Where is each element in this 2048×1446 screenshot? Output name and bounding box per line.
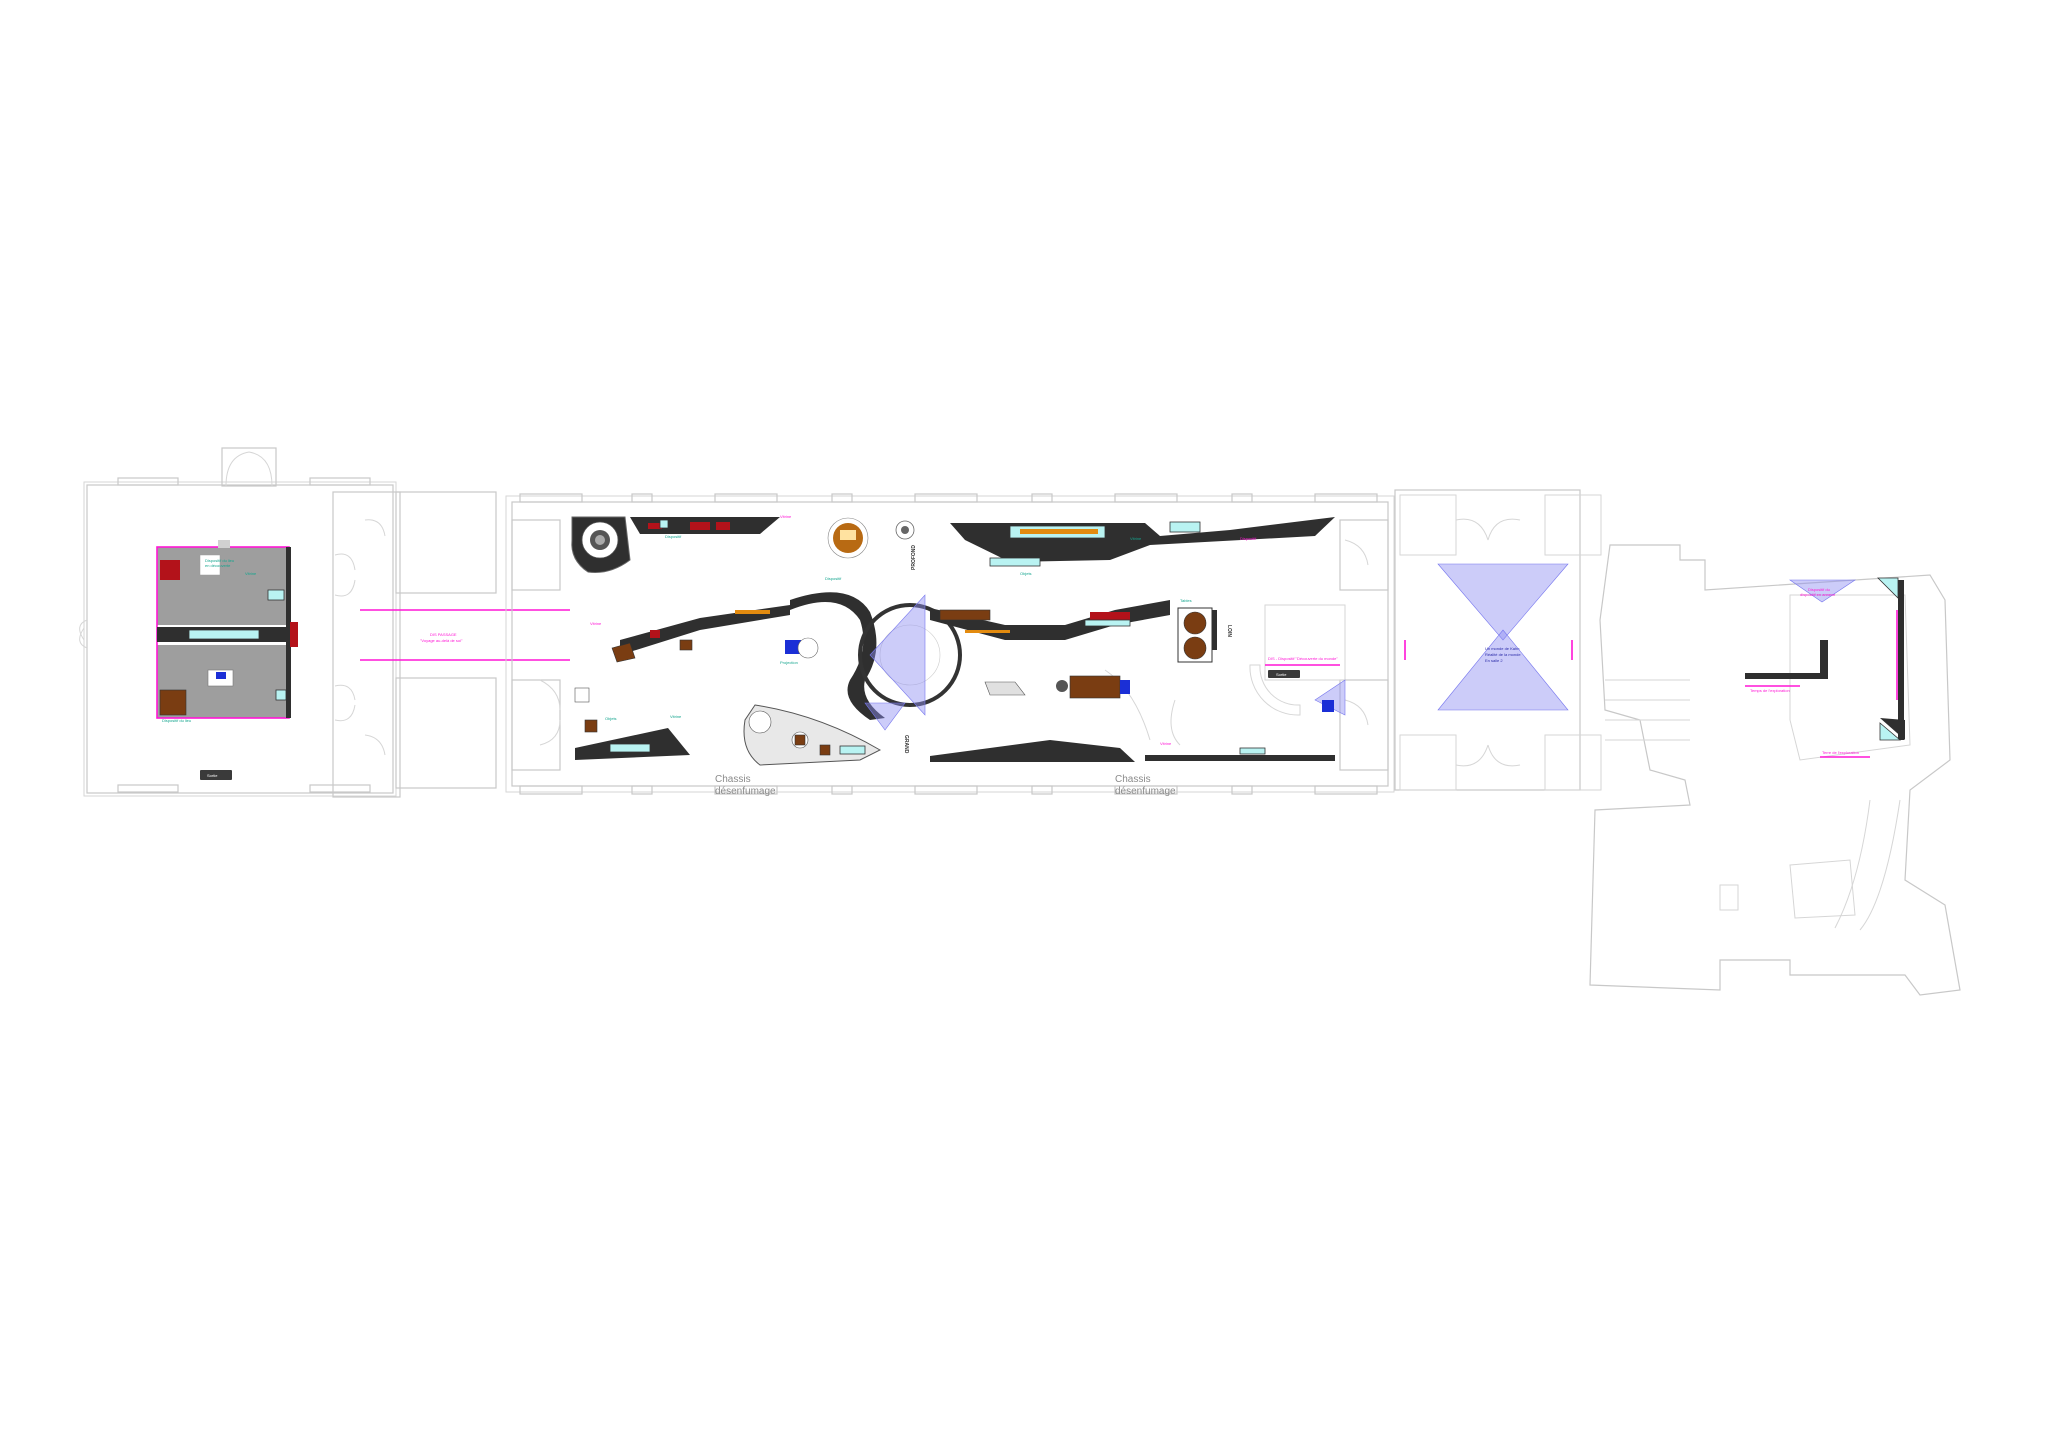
connector-corridor: DIS PASSAGE "Voyage au-delà de soi"	[332, 491, 570, 798]
right-annex: Dispositif du dispositif en annexe Temps…	[1589, 544, 1961, 996]
zone-profond-label: PROFOND	[911, 545, 917, 570]
annex-top-label: Dispositif du	[1808, 587, 1830, 592]
svg-text:"Voyage au-delà de soi": "Voyage au-delà de soi"	[420, 638, 463, 643]
bottom-windows	[519, 785, 1378, 795]
svg-text:Réalité de la monde: Réalité de la monde	[1485, 652, 1521, 657]
smoke-vent-left: Chassis désenfumage	[715, 774, 776, 797]
svg-text:désenfumage: désenfumage	[1115, 786, 1176, 797]
svg-text:Objets: Objets	[605, 716, 617, 721]
projection-cone-upper	[1437, 563, 1569, 641]
main-gallery: Sortie DIS - Dispositif "Découverte du m…	[505, 493, 1395, 795]
projection-cone-lower	[1437, 629, 1569, 711]
svg-text:dispositif en annexe: dispositif en annexe	[1800, 592, 1836, 597]
left-room: Dispositif du lieu en découverte Vitrine…	[79, 447, 397, 797]
top-panel-2	[950, 517, 1335, 562]
svg-text:Tables: Tables	[1180, 598, 1192, 603]
annex-bottom-label: Terre de l'exploration	[1822, 750, 1859, 755]
circular-room	[858, 603, 962, 707]
bottom-panel-right	[930, 740, 1135, 762]
svg-text:Chassis: Chassis	[1115, 774, 1151, 785]
diagonal-panel-left	[620, 605, 790, 655]
zone-grand-label: GRAND	[903, 735, 909, 754]
left-room-outline	[86, 484, 394, 794]
svg-text:Sortie: Sortie	[207, 773, 218, 778]
svg-text:Chassis: Chassis	[715, 774, 751, 785]
svg-text:Dispositif du lieu: Dispositif du lieu	[162, 718, 191, 723]
svg-text:Dispositif du lieu: Dispositif du lieu	[205, 558, 234, 563]
projection-cone-center	[869, 594, 926, 716]
zone-loin-label: LOIN	[1226, 625, 1232, 637]
annex-outline	[1589, 544, 1961, 996]
blue-screen	[785, 640, 801, 654]
curved-wall	[790, 592, 885, 720]
credits-label: Un monde de Kahn	[1485, 646, 1519, 651]
svg-text:Vitrine: Vitrine	[670, 714, 682, 719]
center-showcase	[188, 629, 260, 640]
svg-text:Vitrine: Vitrine	[1160, 741, 1172, 746]
central-table	[1069, 675, 1121, 699]
svg-text:Vitrine: Vitrine	[590, 621, 602, 626]
smoke-vent-right: Chassis désenfumage	[1115, 774, 1176, 797]
svg-text:En salle 2: En salle 2	[1485, 658, 1503, 663]
annex-projection	[1789, 579, 1856, 603]
red-object	[160, 560, 180, 580]
top-double-door	[221, 447, 277, 487]
svg-text:Vitrine: Vitrine	[245, 571, 257, 576]
round-tables	[1177, 607, 1217, 663]
svg-text:Sortie: Sortie	[1276, 672, 1287, 677]
svg-text:Dispositif: Dispositif	[825, 576, 842, 581]
brown-object	[159, 689, 187, 716]
transition-room: Un monde de Kahn Réalité de la monde En …	[1394, 489, 1602, 791]
svg-text:Dispositif: Dispositif	[1240, 536, 1257, 541]
svg-text:Dispositif: Dispositif	[665, 534, 682, 539]
svg-text:Vitrine: Vitrine	[1130, 536, 1142, 541]
turntable-top-left	[571, 516, 631, 573]
left-exit-sign: Sortie	[200, 770, 232, 780]
round-display	[827, 517, 915, 559]
main-exit-sign: Sortie	[1268, 670, 1300, 678]
dispositif-label: DIS - Dispositif "Découverte du monde"	[1268, 656, 1338, 661]
passage-label: DIS PASSAGE	[430, 632, 457, 637]
svg-text:en découverte: en découverte	[205, 563, 231, 568]
svg-text:Projection: Projection	[780, 660, 798, 665]
svg-text:Objets: Objets	[1020, 571, 1032, 576]
top-windows	[519, 493, 1378, 503]
annex-label: Temps de l'exploration	[1750, 688, 1790, 693]
svg-text:Vitrine: Vitrine	[780, 514, 792, 519]
svg-text:désenfumage: désenfumage	[715, 786, 776, 797]
